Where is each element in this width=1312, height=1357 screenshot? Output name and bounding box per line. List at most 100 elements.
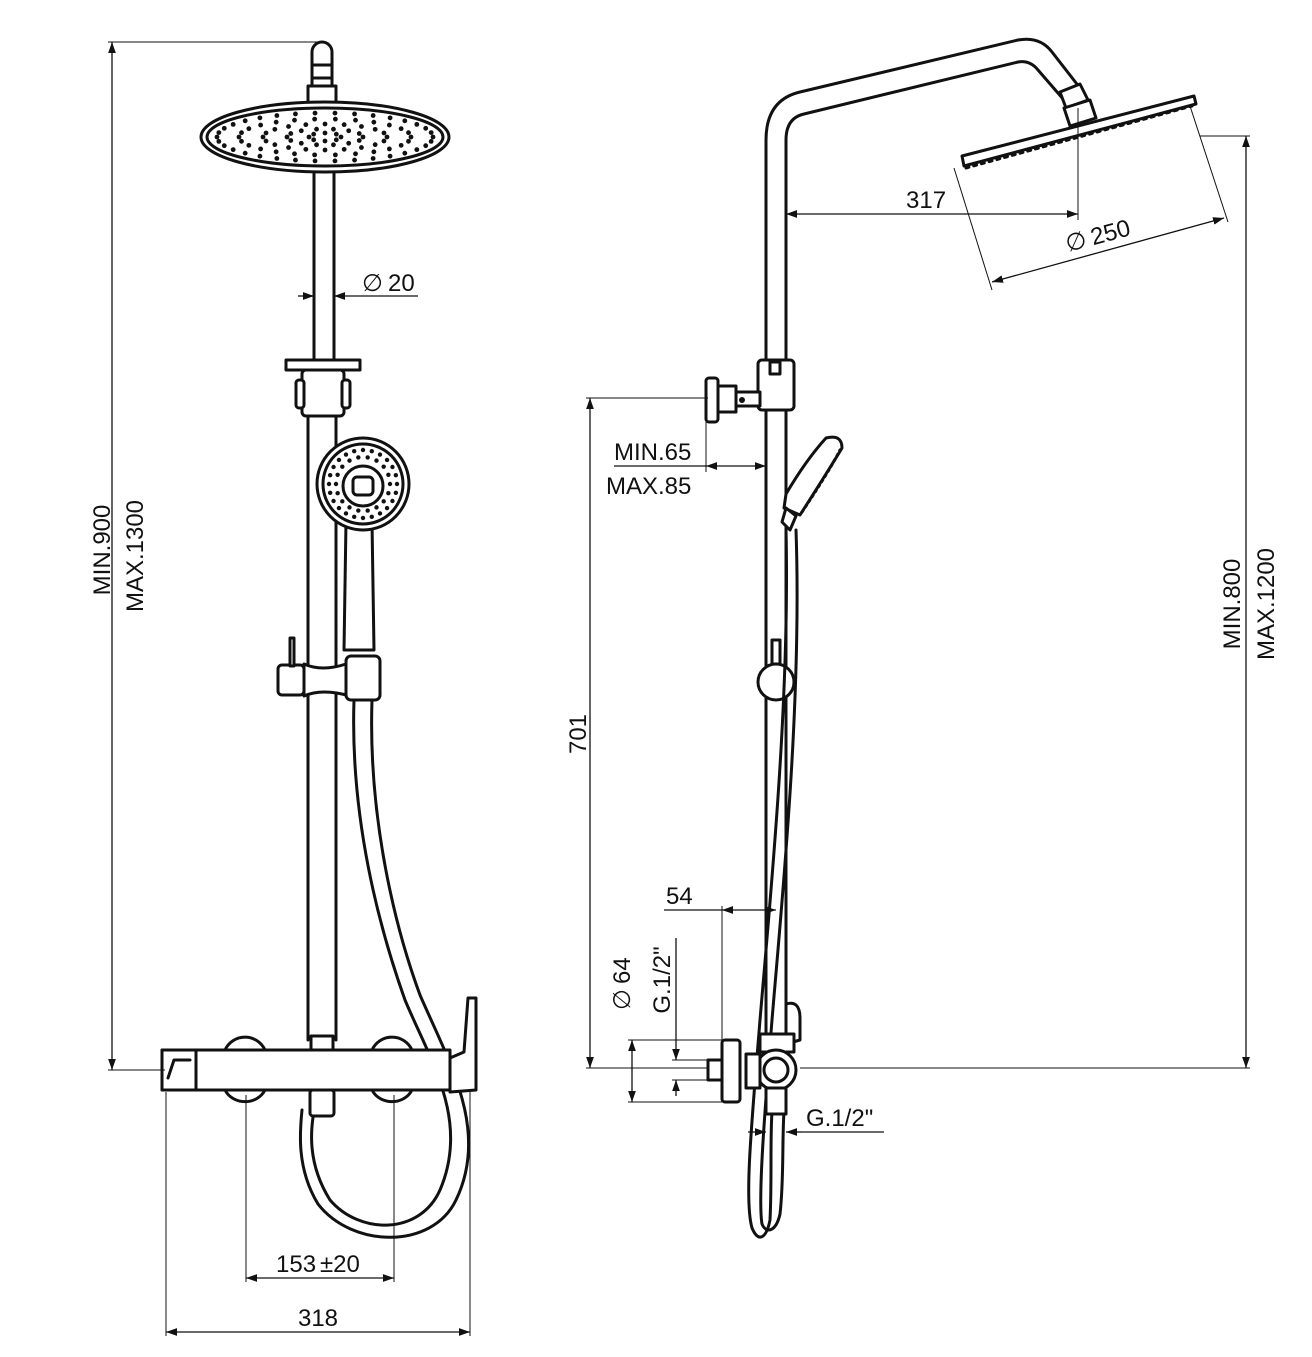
nozzle-dot [314,126,319,132]
nozzle-dot [293,157,298,163]
side-wall-bracket [704,358,796,424]
wall-bracket-max-label: MAX.85 [606,473,691,500]
front-clamp-collar [284,358,362,418]
nozzle-dot [221,125,227,131]
nozzle-dot [414,121,420,127]
nozzle-dot [312,110,318,116]
nozzle-dot [386,472,391,477]
nozzle-dot [322,130,328,136]
nozzle-dot [393,473,399,478]
front-slider-bracket [276,636,382,702]
outlet-thread-label: G.1/2" [806,1105,873,1132]
nozzle-dot [274,113,280,118]
nozzle-dot [284,134,290,140]
nozzle-dot [332,110,338,116]
nozzle-dot [428,130,434,135]
front-height-max-label: MAX.1300 [122,500,149,612]
left-handle-top [223,1035,267,1052]
nozzle-dot [386,146,392,152]
nozzle-dot [331,498,336,504]
handle-spacing-label: 153 [276,1251,316,1278]
nozzle-dot [381,499,386,504]
nozzle-dot [260,134,266,140]
nozzle-dot [286,124,291,129]
nozzle-dot [230,121,236,127]
nozzle-dot [352,448,357,454]
nozzle-dot [423,125,429,131]
handle-spacing-tolerance: ±20 [320,1251,360,1278]
nozzle-dot [390,498,395,504]
nozzle-dot [414,147,420,153]
flange-diameter-symbol: ∅ [609,989,636,1010]
side-shower-head [960,94,1198,170]
nozzle-dot [372,126,378,132]
nozzle-dot [341,122,347,128]
nozzle-dot [371,149,377,155]
nozzle-dot [353,151,358,157]
nozzle-dot [386,491,391,496]
front-hose [298,698,471,1239]
nozzle-dot [272,142,278,148]
nozzle-dot [384,134,390,140]
arm-length-label: 317 [906,187,946,214]
front-hand-shower [315,436,411,652]
nozzle-dot [352,111,357,117]
shower-head-nozzles [214,110,436,164]
nozzle-dot [332,152,338,158]
nozzle-dot [384,505,390,511]
nozzle-dot [374,458,379,463]
nozzle-dot [257,153,263,159]
nozzle-dot [239,138,244,144]
nozzle-dot [402,150,408,156]
nozzle-dot [406,130,411,136]
nozzle-dot [331,126,336,132]
nozzle-dot [273,149,279,155]
side-hose [747,528,799,1239]
nozzle-dot [221,143,227,149]
nozzle-dot [398,126,404,132]
nozzle-dot [239,130,244,136]
nozzle-dot [387,481,393,487]
nozzle-dot [341,146,347,152]
nozzle-dot [242,150,248,156]
left-handle-bottom [223,1088,267,1104]
nozzle-dot [371,119,377,125]
nozzle-dot [311,131,317,137]
flange-diameter-label: 64 [609,957,636,984]
nozzle-dot [216,130,222,135]
side-hand-shower [780,435,844,532]
nozzle-dot [274,156,280,161]
nozzle-dot [242,118,248,124]
nozzle-dot [352,514,357,520]
temperature-lever [448,996,478,1094]
nozzle-dot [214,134,220,140]
nozzle-dot [347,458,352,463]
nozzle-dot [343,452,349,457]
nozzle-dot [272,126,278,132]
nozzle-dot [286,145,291,150]
nozzle-dot [332,116,338,122]
side-mixer [706,1001,802,1116]
nozzle-dot [374,505,379,510]
nozzle-dot [335,472,340,477]
front-shower-head [199,100,451,174]
nozzle-dot [356,455,361,460]
nozzle-dot [263,130,269,136]
nozzle-dot [303,122,309,128]
nozzle-dot [335,491,340,496]
nozzle-dot [230,147,236,153]
nozzle-dot [359,145,364,150]
right-handle-bottom [370,1088,414,1104]
nozzle-dot [387,115,393,121]
nozzle-dot [322,138,328,144]
nozzle-dot [353,117,358,123]
pipe-diameter-symbol: ∅ [362,270,383,297]
nozzle-dot [292,117,297,123]
nozzle-dot [258,146,264,152]
inlet-thread-label: G.1/2" [649,946,676,1013]
nozzle-dot [398,142,404,148]
nozzle-dot [365,455,370,460]
nozzle-dot [292,151,297,157]
side-dimensions [586,105,1250,1136]
